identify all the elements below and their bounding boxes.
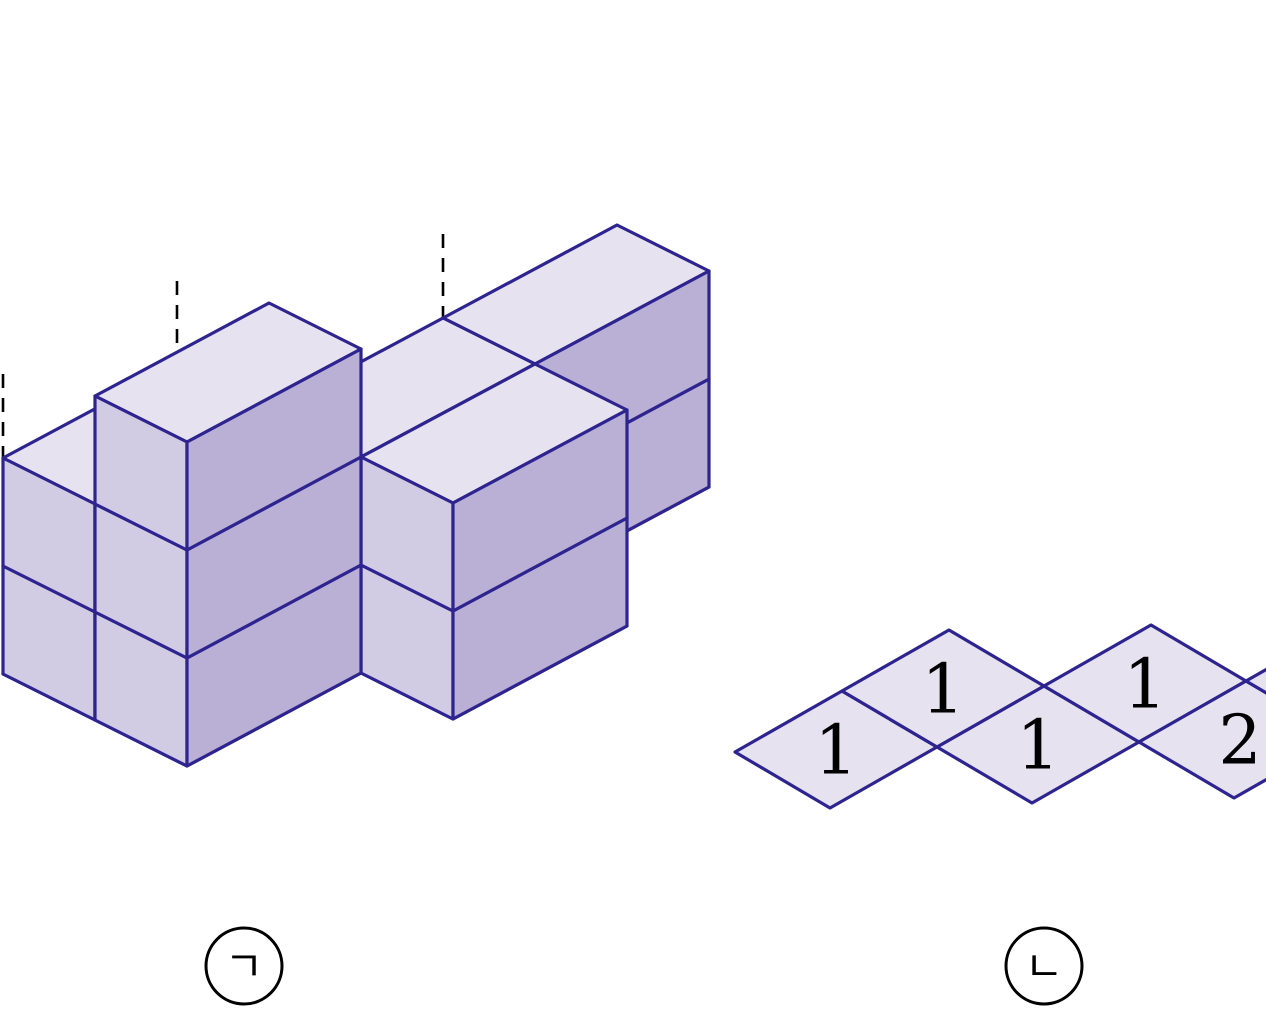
plan-cell: 1 (840, 628, 1046, 749)
plan-cell-number: 1 (1016, 707, 1059, 786)
cube (359, 362, 629, 613)
label-circle-b (1004, 926, 1084, 1006)
figure-a-label: ㄱ (204, 926, 284, 1006)
plan-tile (1137, 679, 1266, 800)
cube (93, 301, 363, 552)
plan-tile (1244, 667, 1266, 695)
plan-cell: 2 (1137, 679, 1266, 800)
plan-cell: 1 (1042, 623, 1248, 744)
plan-cell-number: 1 (814, 712, 857, 791)
plan-cell-number: 2 (1218, 702, 1261, 781)
cube-right-face (185, 347, 363, 552)
figure-a-stacked-cubes (1, 223, 711, 768)
plan-cell-number: 1 (1123, 646, 1166, 725)
label-text-b: ㄴ (1025, 942, 1064, 991)
cube-right-face (451, 408, 629, 613)
figure-b-label: ㄴ (1004, 926, 1084, 1006)
plan-cell-number: 1 (921, 651, 964, 730)
figure-b-numbered-plan: 111123 (733, 623, 1266, 810)
plan-cell: 3 (1244, 667, 1266, 695)
label-text-a: ㄱ (225, 942, 264, 991)
label-circle-a (204, 926, 284, 1006)
